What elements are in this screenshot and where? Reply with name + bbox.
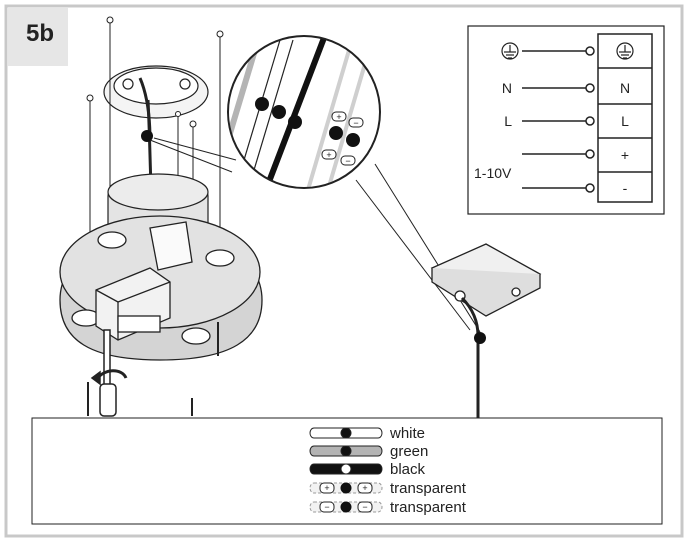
terminal-label-plus: + [621,147,629,163]
fixing-screws [87,322,219,416]
svg-text:+: + [362,483,367,493]
terminal-block [597,33,653,203]
luminaire-base [59,215,263,361]
legend-label-green: green [390,443,428,460]
legend-swatch-green [309,445,383,457]
svg-text:−: − [324,502,329,512]
svg-text:+: + [324,483,329,493]
svg-text:+: + [336,112,341,122]
legend-swatch-transparent-minus: − − [309,501,383,513]
legend-swatch-black [309,463,383,475]
wiring-leads [522,46,595,193]
legend-label-black: black [390,461,426,478]
ceiling-junction-box [103,65,209,141]
legend-label-white: white [389,425,425,442]
svg-text:−: − [345,156,350,166]
svg-text:+: + [326,150,331,160]
legend-swatch-white [309,427,383,439]
step-label-box [8,8,68,66]
wire-label-l: L [504,113,512,129]
legend-label-transparent-minus: transparent [390,499,467,516]
cable-marker-dot [141,130,153,142]
wire-label-n: N [502,80,512,96]
screwdriver [90,329,128,417]
terminal-label-l: L [621,113,629,129]
ground-icon [501,42,519,60]
svg-text:−: − [362,502,367,512]
legend-label-transparent-plus: transparent [390,480,467,497]
wire-detail-magnifier: + − + − [149,35,481,333]
cable-marker-dot [474,332,486,344]
terminal-label-n: N [620,80,630,96]
dimming-label: 1-10V [474,165,512,181]
svg-text:−: − [353,118,358,128]
step-label: 5b [26,20,55,47]
terminal-label-minus: - [623,180,628,196]
terminal-junction-box [430,243,542,317]
ground-icon [616,42,634,60]
legend-swatch-transparent-plus: + + [309,482,383,494]
mounting-screws [86,16,224,270]
